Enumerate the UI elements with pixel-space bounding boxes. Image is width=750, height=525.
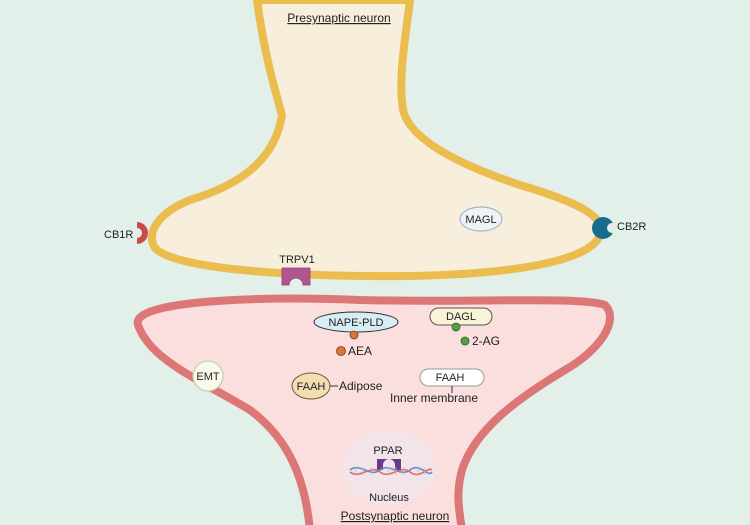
postsynaptic-label: Postsynaptic neuron [341,509,450,523]
trpv1-label: TRPV1 [279,254,314,266]
nuclear-receptor-icon [377,459,401,470]
emt-label: EMT [196,371,220,383]
dagl-enzyme [429,307,493,326]
magl-label: MAGL [465,214,496,226]
channel-icon [281,267,311,286]
cb1r-label: CB1R [104,229,133,241]
faah-inner-label: FAAH [436,372,465,384]
cb2r-label: CB2R [617,221,646,233]
aea-dot [336,346,346,356]
aea-label: AEA [348,344,372,358]
inner-membrane-label: Inner membrane [390,391,478,405]
nucleus-label: Nucleus [369,492,409,504]
nape-pld-aea-dot [349,330,359,340]
two-ag-label: 2-AG [472,334,500,348]
faah-adipose-label: FAAH [297,381,326,393]
dagl-label: DAGL [446,311,476,323]
presynaptic-label: Presynaptic neuron [287,11,390,25]
nape-pld-label: NAPE-PLD [328,317,383,329]
dna-helix-icon [349,466,433,476]
two-ag-dot [460,336,470,346]
postsynaptic-membrane [133,294,614,525]
cb2r-icon [592,217,617,239]
emt-transporter [192,360,224,392]
presynaptic-membrane [147,0,605,281]
cb1r-icon [137,222,148,244]
adipose-label: Adipose [339,379,383,393]
magl-enzyme [459,206,503,232]
ppar-label: PPAR [373,445,402,457]
dagl-2ag-dot [451,322,461,332]
